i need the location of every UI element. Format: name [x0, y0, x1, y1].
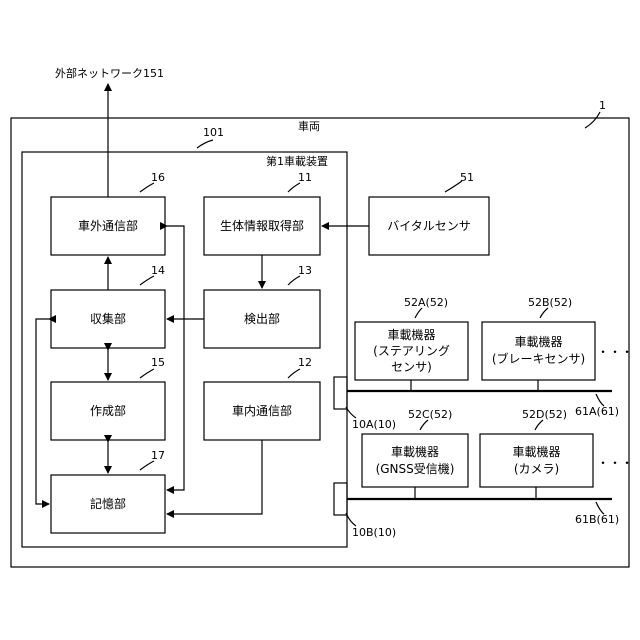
- detect-ref: 13: [298, 265, 312, 277]
- detect-label: 検出部: [244, 311, 280, 328]
- device-d-line2: (カメラ): [514, 461, 559, 478]
- vital-ref: 51: [460, 172, 474, 184]
- device-d-box: 車載機器 (カメラ): [480, 434, 593, 487]
- device-b-box: 車載機器 (ブレーキセンサ): [482, 322, 595, 380]
- storage-label: 記憶部: [90, 496, 126, 513]
- detect-box: 検出部: [204, 290, 320, 348]
- port-a-label: 10A(10): [352, 419, 396, 431]
- bus-b-label: 61B(61): [575, 514, 619, 526]
- device-a-line1: 車載機器: [387, 327, 435, 343]
- comm-int-label: 車内通信部: [232, 403, 292, 420]
- vital-sensor-box: バイタルセンサ: [369, 197, 489, 255]
- create-label: 作成部: [90, 403, 126, 420]
- device-b-line2: (ブレーキセンサ): [492, 351, 585, 368]
- storage-ref: 17: [151, 450, 165, 462]
- device-a-box: 車載機器 (ステアリング センサ): [355, 322, 468, 380]
- bus-a-label: 61A(61): [575, 406, 619, 418]
- device-b-line1: 車載機器: [514, 334, 562, 351]
- bio-ref: 11: [298, 172, 312, 184]
- vehicle-ref: 1: [599, 100, 606, 112]
- bio-box: 生体情報取得部: [204, 197, 320, 255]
- ellipsis-upper: ・・・: [597, 346, 633, 358]
- vital-sensor-label: バイタルセンサ: [387, 218, 471, 235]
- create-box: 作成部: [51, 382, 165, 440]
- comm-ext-label: 車外通信部: [78, 218, 138, 235]
- comm-int-ref: 12: [298, 357, 312, 369]
- device-a-line2: (ステアリング: [373, 343, 450, 359]
- collect-box: 収集部: [51, 290, 165, 348]
- device-b-ref: 52B(52): [528, 297, 572, 309]
- device-c-box: 車載機器 (GNSS受信機): [362, 434, 468, 487]
- device-label: 第1車載装置: [266, 156, 328, 168]
- create-ref: 15: [151, 357, 165, 369]
- device-c-line2: (GNSS受信機): [376, 461, 455, 478]
- port-b-label: 10B(10): [352, 527, 396, 539]
- device-a-line3: センサ): [391, 359, 432, 375]
- collect-ref: 14: [151, 265, 165, 277]
- device-c-line1: 車載機器: [391, 444, 439, 461]
- bio-label: 生体情報取得部: [220, 218, 304, 235]
- device-d-line1: 車載機器: [512, 444, 560, 461]
- ellipsis-lower: ・・・: [597, 457, 633, 469]
- device-ref: 101: [203, 127, 224, 139]
- device-d-ref: 52D(52): [522, 409, 567, 421]
- comm-ext-ref: 16: [151, 172, 165, 184]
- external-network-label: 外部ネットワーク151: [55, 68, 164, 80]
- device-a-ref: 52A(52): [404, 297, 448, 309]
- vehicle-label: 車両: [298, 121, 320, 133]
- storage-box: 記憶部: [51, 475, 165, 533]
- port-b-outline: [334, 483, 347, 515]
- collect-label: 収集部: [90, 311, 126, 328]
- port-a-outline: [334, 377, 347, 409]
- comm-ext-box: 車外通信部: [51, 197, 165, 255]
- device-c-ref: 52C(52): [408, 409, 452, 421]
- comm-int-box: 車内通信部: [204, 382, 320, 440]
